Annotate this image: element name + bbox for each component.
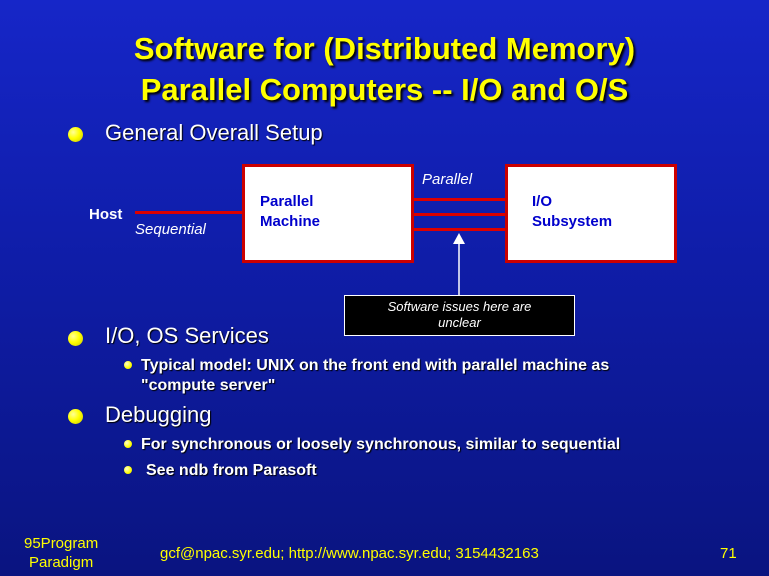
io-subsystem-label-1: I/O	[532, 193, 553, 210]
sub-bullet-icon	[124, 440, 132, 448]
sub-bullet-icon	[124, 361, 132, 369]
io-os-subitem-1: Typical model: UNIX on the front end wit…	[141, 357, 610, 374]
sequential-label: Sequential	[135, 221, 206, 238]
section-debugging: Debugging	[105, 402, 212, 427]
sequential-link	[135, 211, 242, 214]
host-label: Host	[89, 206, 123, 223]
io-subsystem-box	[505, 164, 677, 263]
note-line-2: unclear	[438, 315, 481, 330]
parallel-machine-label-1: Parallel	[260, 193, 314, 210]
footer-contact: gcf@npac.syr.edu; http://www.npac.syr.ed…	[160, 545, 539, 562]
io-os-subitem-2: "compute server"	[141, 377, 276, 394]
section-general-setup: General Overall Setup	[105, 120, 323, 145]
parallel-machine-label-2: Machine	[260, 213, 321, 230]
bullet-icon	[68, 409, 83, 424]
up-arrow-icon	[453, 233, 465, 296]
footer-left: 95Program Paradigm	[24, 534, 98, 572]
parallel-machine-box	[242, 164, 414, 263]
software-issues-note: Software issues here are unclear	[344, 295, 575, 336]
debugging-subitem-1: For synchronous or loosely synchronous, …	[141, 436, 621, 453]
debugging-subitem-2: See ndb from Parasoft	[146, 462, 317, 479]
parallel-link-3	[414, 228, 505, 231]
parallel-label: Parallel	[422, 171, 473, 188]
slide-title-line-2: Parallel Computers -- I/O and O/S	[140, 72, 629, 107]
parallel-link-1	[414, 198, 505, 201]
section-io-os-services: I/O, OS Services	[105, 323, 269, 348]
footer-left-line-2: Paradigm	[29, 554, 94, 571]
note-line-1: Software issues here are	[387, 299, 532, 314]
io-subsystem-label-2: Subsystem	[532, 213, 613, 230]
parallel-link-2	[414, 213, 505, 216]
page-number: 71	[720, 545, 737, 562]
sub-bullet-icon	[124, 466, 132, 474]
bullet-icon	[68, 331, 83, 346]
bullet-icon	[68, 127, 83, 142]
footer-left-line-1: 95Program	[24, 535, 99, 552]
slide-title-line-1: Software for (Distributed Memory)	[133, 31, 636, 66]
